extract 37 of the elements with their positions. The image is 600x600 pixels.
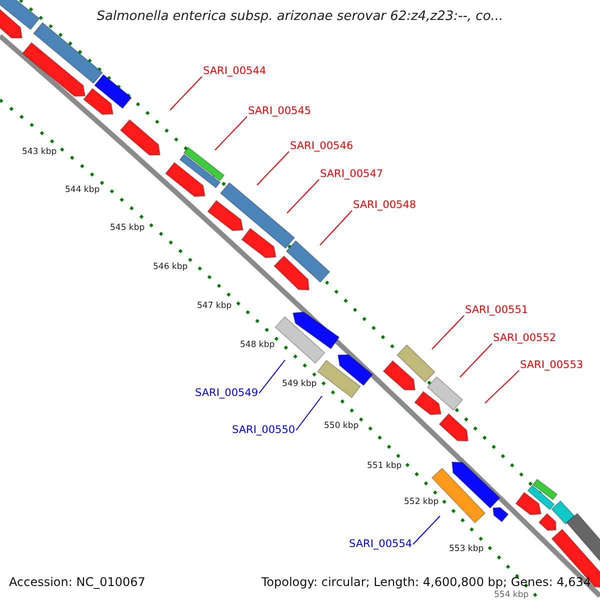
gene-label: SARI_00547: [320, 169, 384, 180]
gene-label: SARI_00553: [520, 360, 584, 370]
gene-label: SARI_00551: [465, 305, 528, 316]
leader-line: [484, 370, 520, 404]
leader-line: [256, 151, 290, 186]
footer-text: Topology: circular; Length: 4,600,800 bp; Genes: 4,634: [261, 576, 591, 588]
scale-label: 553 kbp: [449, 545, 484, 554]
leader-line: [258, 360, 286, 394]
gene-label: SARI_00550: [232, 425, 296, 436]
gene-label: SARI_00548: [353, 200, 416, 210]
leader-line: [170, 76, 202, 110]
leader-line: [286, 179, 320, 214]
gene-label: SARI_00549: [195, 388, 258, 398]
scale-label: 546 kbp: [153, 263, 188, 272]
scale-label: 545 kbp: [110, 224, 145, 232]
scale-label: 549 kbp: [282, 380, 317, 388]
leader-line: [214, 116, 248, 150]
leader-line: [432, 315, 464, 350]
scale-label: 544 kbp: [65, 186, 100, 194]
title: Salmonella enterica subsp. arizonae serovar 62:z4,z23:--, co...: [96, 10, 504, 23]
leader-line: [412, 516, 440, 545]
scale-label: 548 kbp: [240, 341, 275, 350]
scale-label: 554 kbp: [494, 591, 529, 600]
scale-label: 552 kbp: [404, 498, 439, 506]
gene-label: SARI_00552: [493, 333, 556, 344]
gene-label: SARI_00544: [203, 66, 266, 76]
scale-label: 543 kbp: [22, 148, 57, 156]
scale-label: 547 kbp: [197, 302, 232, 310]
gene-label: SARI_00546: [290, 141, 354, 152]
scale-label: 550 kbp: [324, 422, 359, 430]
gene-label: SARI_00545: [248, 106, 312, 116]
scale-label: 551 kbp: [367, 462, 402, 470]
leader-line: [460, 343, 492, 378]
gene-label: SARI_00554: [349, 539, 412, 550]
leader-line: [296, 396, 322, 431]
footer-text: Accession: NC_010067: [9, 576, 146, 588]
leader-line: [320, 210, 352, 246]
